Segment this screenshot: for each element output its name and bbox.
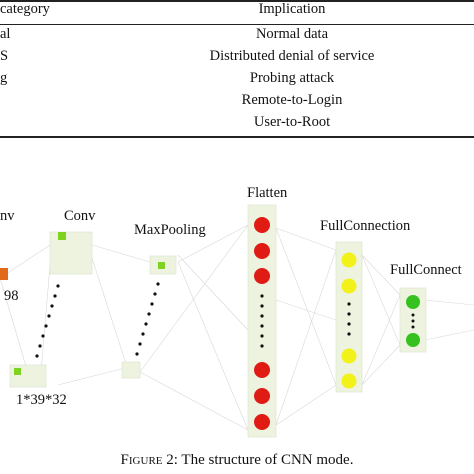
caption-text: The structure of CNN mode. xyxy=(181,452,354,468)
row-category: g xyxy=(0,70,8,86)
cnn-diagram xyxy=(0,204,474,438)
flatten-ellipsis-dots xyxy=(260,294,264,348)
maxpool-feature-map xyxy=(121,361,141,379)
flatten-nodes xyxy=(254,217,270,430)
row-implication: Distributed denial of service xyxy=(209,48,375,64)
table-bottom-rule xyxy=(0,136,474,138)
row-implication: User-to-Root xyxy=(253,114,331,130)
input-node-orange xyxy=(0,268,8,280)
conv-feature-map xyxy=(49,231,93,275)
header-implication: Implication xyxy=(258,1,326,17)
row-implication: Normal data xyxy=(255,26,329,42)
conv-kernel-marker xyxy=(14,368,21,375)
figure-caption: Figure 2: The structure of CNN mode. xyxy=(0,452,474,469)
conv-kernel-marker xyxy=(58,232,66,240)
fc1-nodes xyxy=(341,252,357,389)
maxpool-ellipsis-dots xyxy=(135,282,160,356)
maxpooling-label: MaxPooling xyxy=(134,222,206,238)
table-header-rule xyxy=(0,24,474,25)
row-category: S xyxy=(0,48,9,64)
table-top-rule xyxy=(0,0,474,2)
conv-label: Conv xyxy=(64,208,96,224)
input-label: nv xyxy=(0,208,15,224)
flatten-label: Flatten xyxy=(247,185,288,201)
fullconnection-label: FullConnection xyxy=(320,218,411,234)
row-implication: Probing attack xyxy=(249,70,335,86)
fc2-ellipsis-dots xyxy=(411,313,415,329)
fullconnection2-label: FullConnect xyxy=(390,262,462,278)
conv-ellipsis-dots xyxy=(35,284,60,358)
row-implication: Remote-to-Login xyxy=(241,92,343,108)
row-category: al xyxy=(0,26,11,42)
header-category: category xyxy=(0,1,50,17)
connection-lines xyxy=(0,224,474,431)
conv-dims-label: 1*39*32 xyxy=(16,392,67,408)
fc1-ellipsis-dots xyxy=(347,302,351,336)
input-dim-label: 98 xyxy=(4,288,19,304)
caption-prefix: Figure 2: xyxy=(120,452,178,468)
maxpool-marker xyxy=(158,262,165,269)
fc2-nodes xyxy=(406,295,420,347)
